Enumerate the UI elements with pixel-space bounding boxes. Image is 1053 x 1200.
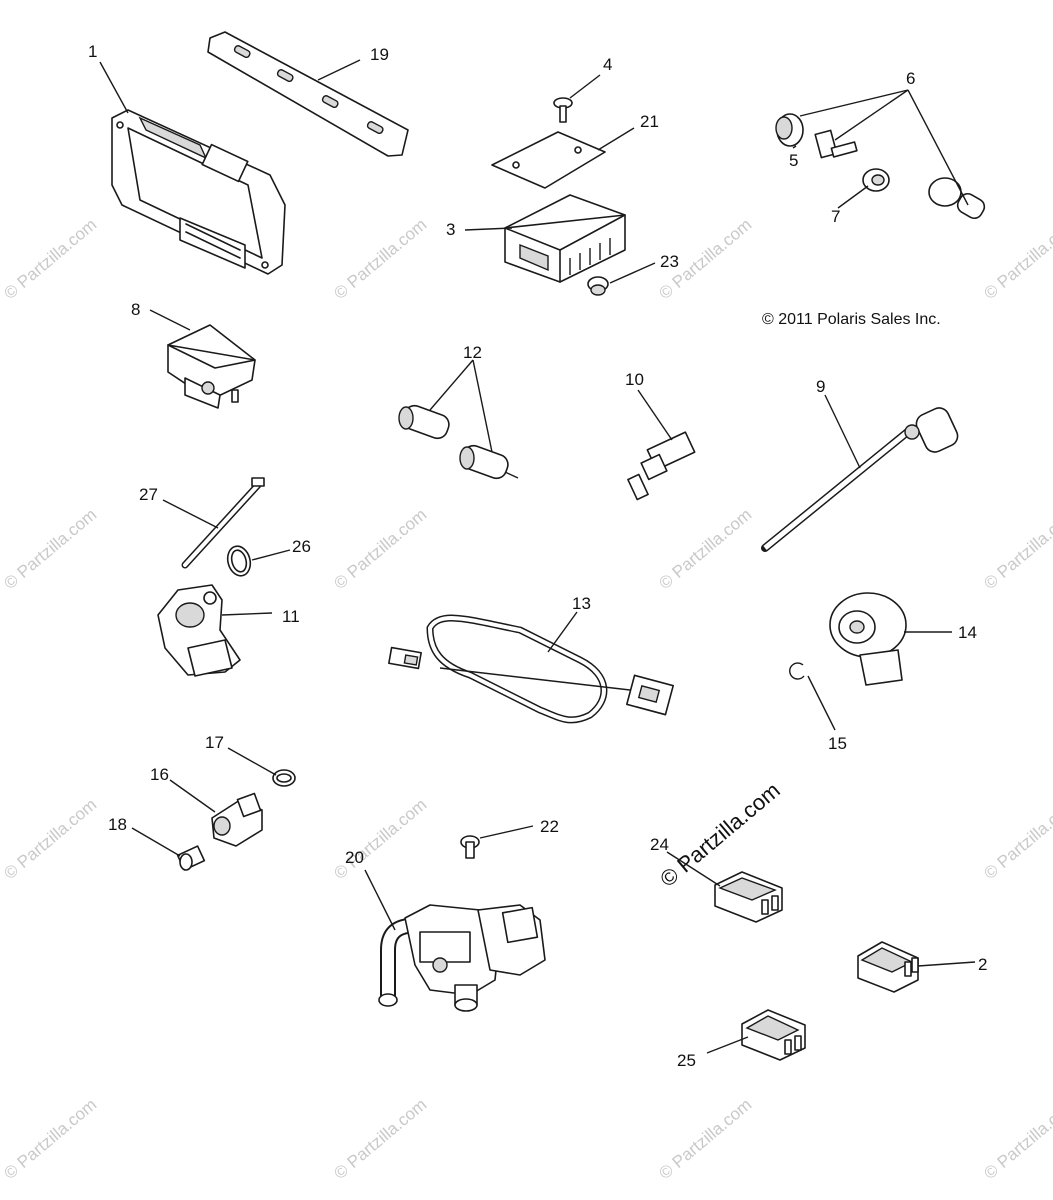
callout-label: 10 (625, 370, 644, 389)
part-7-grommet (862, 168, 890, 192)
callout-label: 22 (540, 817, 559, 836)
callout-label: 21 (640, 112, 659, 131)
part-16-speed-sensor (211, 792, 263, 847)
callout-label: 19 (370, 45, 389, 64)
watermark-large: © Partzilla.com (655, 777, 785, 891)
callout-label: 4 (603, 55, 612, 74)
part-22-screw (460, 835, 480, 859)
callout-label: 3 (446, 220, 455, 239)
part-27-strap (181, 477, 265, 569)
callout-label: 16 (150, 765, 169, 784)
part-11-tps (157, 584, 241, 677)
part-26-oring (226, 545, 252, 577)
watermark: © Partzilla.com (0, 505, 100, 593)
callout-label: 25 (677, 1051, 696, 1070)
part-6-key (814, 129, 858, 159)
part-8-map-sensor (167, 324, 256, 409)
watermark: © Partzilla.com (0, 1095, 100, 1183)
callout-label: 20 (345, 848, 364, 867)
leader-lines (99, 59, 976, 1054)
part-12-fuses (398, 404, 519, 480)
watermark: © Partzilla.com (330, 795, 430, 883)
part-14-knock-sensor (829, 592, 907, 686)
part-2-switch (857, 941, 919, 993)
callout-label: 13 (572, 594, 591, 613)
callout-label: 17 (205, 733, 224, 752)
callout-label: 26 (292, 537, 311, 556)
watermark: © Partzilla.com (330, 215, 430, 303)
callout-label: 2 (978, 955, 987, 974)
callout-label: 15 (828, 734, 847, 753)
watermark: © Partzilla.com (980, 215, 1053, 303)
watermark: © Partzilla.com (980, 1095, 1053, 1183)
callout-label: 12 (463, 343, 482, 362)
part-3-module (504, 194, 626, 283)
part-21-cover (491, 131, 606, 189)
watermarks: © Partzilla.com © Partzilla.com © Partzi… (0, 215, 1053, 1183)
callout-numbers: 1 19 4 21 3 23 6 5 7 8 12 10 9 27 26 11 … (88, 42, 987, 1070)
callout-label: 6 (906, 69, 915, 88)
callout-label: 1 (88, 42, 97, 61)
part-15-clip (789, 662, 805, 680)
callout-label: 23 (660, 252, 679, 271)
callout-label: 7 (831, 207, 840, 226)
part-13-harness (388, 614, 675, 724)
part-9-rod-sensor (761, 407, 959, 552)
watermark: © Partzilla.com (330, 505, 430, 593)
callout-label: 27 (139, 485, 158, 504)
watermark: © Partzilla.com (655, 505, 755, 593)
callout-label: 18 (108, 815, 127, 834)
callout-label: 24 (650, 835, 669, 854)
watermark: © Partzilla.com (330, 1095, 430, 1183)
part-17-oring (272, 769, 296, 787)
callout-label: 8 (131, 300, 140, 319)
part-6-switch (928, 177, 986, 220)
callout-label: 5 (789, 151, 798, 170)
part-19-bracket (207, 31, 409, 157)
watermark: © Partzilla.com (0, 795, 100, 883)
watermark: © Partzilla.com (655, 1095, 755, 1183)
copyright-text: © 2011 Polaris Sales Inc. (762, 311, 941, 328)
callout-label: 14 (958, 623, 977, 642)
watermark: © Partzilla.com (0, 215, 100, 303)
watermark: © Partzilla.com (980, 505, 1053, 593)
part-18-bolt (176, 845, 206, 871)
part-24-switch (714, 871, 783, 923)
watermark: © Partzilla.com (980, 795, 1053, 883)
part-20-valve (378, 904, 546, 1012)
part-25-switch (741, 1009, 806, 1061)
part-23-plug (587, 276, 609, 296)
part-10-temp-sensor (627, 431, 696, 501)
part-4-screw (553, 97, 573, 123)
part-5-bumper (775, 113, 804, 147)
callout-label: 11 (282, 607, 300, 626)
part-1-ecu (111, 109, 286, 275)
callout-label: 9 (816, 377, 825, 396)
